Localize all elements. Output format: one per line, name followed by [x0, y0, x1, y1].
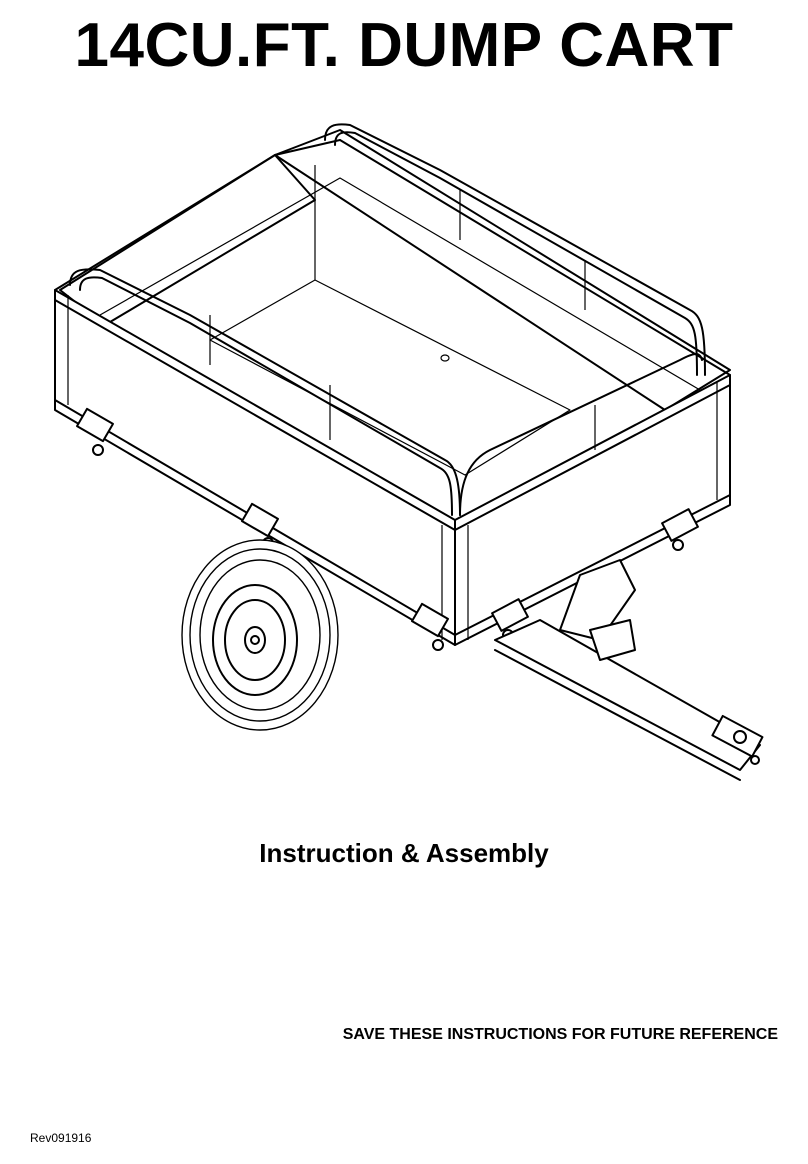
latch-plate	[589, 619, 636, 661]
cart-floor	[209, 279, 571, 476]
cart-body	[54, 129, 731, 646]
tow-tongue	[494, 559, 764, 781]
hitch-plate	[711, 714, 764, 758]
document-subtitle: Instruction & Assembly	[259, 838, 549, 868]
tongue-bar	[494, 619, 761, 771]
hinge-brackets	[76, 407, 699, 651]
wheel	[181, 539, 339, 731]
revision-code: Rev091916	[30, 1131, 92, 1145]
cart-left-wall	[59, 154, 316, 326]
document-title: 14CU.FT. DUMP CART	[74, 11, 734, 80]
side-rails	[69, 123, 706, 516]
wheel-rim	[212, 584, 298, 696]
cart-right-panel	[454, 374, 731, 646]
tongue-bracket	[559, 559, 636, 641]
wheel-hub	[244, 626, 266, 654]
save-instructions-notice: SAVE THESE INSTRUCTIONS FOR FUTURE REFER…	[342, 1026, 778, 1043]
dump-cart-illustration	[54, 123, 764, 781]
